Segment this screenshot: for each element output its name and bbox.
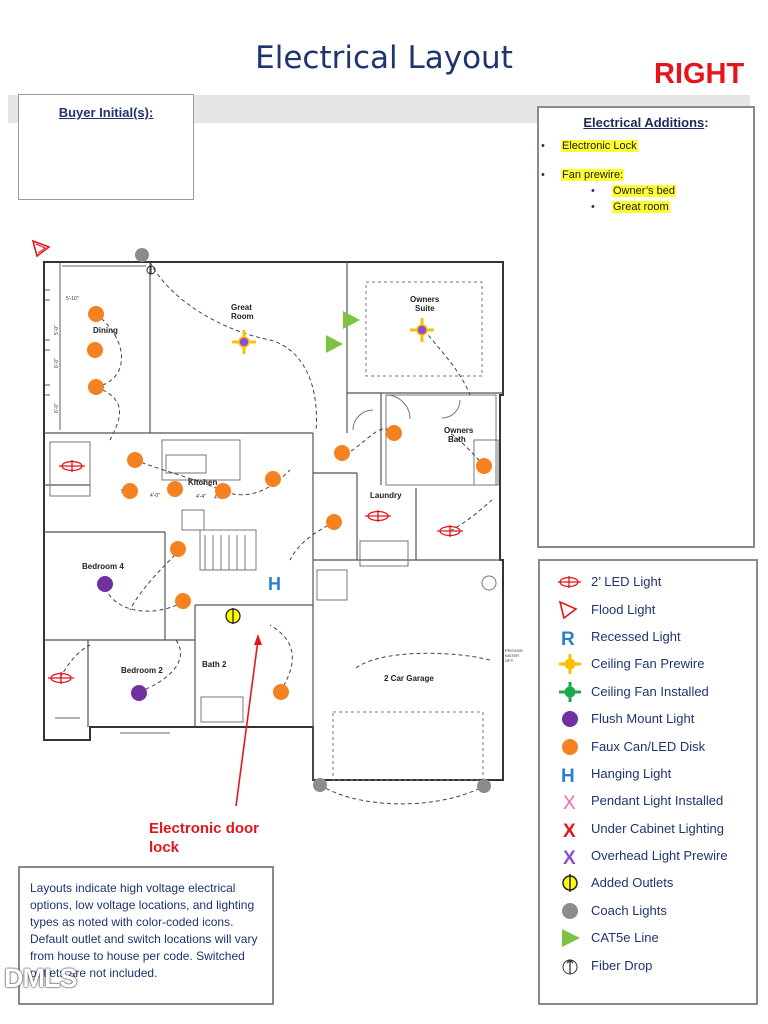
additions-heading: Electrical Additions: (583, 115, 709, 130)
led-light-icon (48, 460, 463, 684)
svg-text:5'-0": 5'-0" (54, 325, 60, 335)
svg-text:6'-0": 6'-0" (54, 358, 60, 368)
bullet-icon: • (591, 185, 595, 197)
added-outlet-icon (562, 874, 578, 892)
legend-row-faux: Faux Can/LED Disk (540, 736, 756, 758)
addition-subitem: Owner’s bed (612, 185, 676, 197)
lock-arrow (235, 639, 259, 807)
legend-row-pendant: X Pendant Light Installed (540, 790, 756, 812)
ceiling-fan-prewire-icon (559, 654, 581, 674)
svg-text:4'-0": 4'-0" (150, 493, 160, 499)
legend-row-fiber: Fiber Drop (540, 955, 756, 977)
legend-row-coach: Coach Lights (540, 900, 756, 922)
overhead-light-icon: X (563, 848, 576, 867)
hanging-light-icon: H (561, 766, 575, 785)
svg-text:6'-0": 6'-0" (54, 403, 60, 413)
electronic-lock-label: Electronic door lock (149, 820, 260, 856)
layout-note-text: Layouts indicate high voltage electrical… (30, 881, 258, 980)
electrical-additions-panel: Electrical Additions: • Electronic Lock … (537, 106, 755, 548)
svg-text:5'-10": 5'-10" (66, 296, 79, 302)
cat5e-icon (562, 929, 580, 947)
legend-row-recessed: R Recessed Light (540, 626, 756, 648)
cat5e-icon (326, 311, 360, 353)
dimension-labels: 5'-10" 5'-0" 6'-0" 6'-0" 5'-0" 4'-0" 4'-… (54, 296, 224, 501)
fiber-drop-icon (562, 959, 578, 975)
svg-text:X: X (563, 821, 576, 840)
legend-row-flood: Flood Light (540, 599, 756, 621)
faux-can-icon (562, 739, 578, 755)
recessed-light-icon: R (561, 629, 575, 648)
pendant-light-icon: X (563, 793, 576, 812)
led-light-icon (558, 576, 581, 588)
coach-light-icon (135, 248, 491, 793)
added-outlet-icon (225, 608, 241, 624)
hanging-light-icon: H (268, 574, 281, 594)
coach-light-icon (562, 903, 578, 919)
switch-wiring (59, 261, 493, 805)
addition-subitem: Great room (612, 201, 670, 213)
legend-row-flush: Flush Mount Light (540, 708, 756, 730)
svg-text:X: X (563, 793, 576, 812)
svg-text:4'-4": 4'-4" (196, 494, 206, 500)
legend-row-fan-installed: Ceiling Fan Installed (540, 681, 756, 703)
window-marks (44, 262, 170, 734)
faux-can-icon (87, 306, 492, 700)
under-cabinet-icon: X (563, 821, 576, 840)
bullet-icon: • (541, 169, 545, 181)
page-title: Electrical Layout (255, 40, 513, 76)
legend-row-cat5e: CAT5e Line (540, 927, 756, 949)
addition-item: Electronic Lock (561, 140, 638, 152)
watermark: DMLS (4, 963, 77, 993)
svg-text:4'-7": 4'-7" (214, 495, 224, 501)
legend-row-led: 2’ LED Light (540, 571, 756, 593)
flood-light-icon (31, 239, 51, 258)
buyer-initials-label: Buyer Initial(s): (58, 105, 154, 120)
fiber-drop-icon (146, 265, 156, 275)
svg-text:X: X (563, 848, 576, 867)
ceiling-fan-prewire-icon (232, 318, 434, 354)
bullet-icon: • (591, 201, 595, 213)
legend-row-overhead: X Overhead Light Prewire (540, 845, 756, 867)
room-label-bath2: Bath 2 (202, 660, 227, 669)
lock-arrow-head (254, 634, 262, 645)
svg-text:R: R (561, 629, 575, 648)
bullet-icon: • (541, 140, 545, 152)
layout-note-box: Layouts indicate high voltage electrical… (18, 866, 274, 1005)
room-label-bedroom4: Bedroom 4 (82, 562, 124, 571)
legend-row-fan-prewire: Ceiling Fan Prewire (540, 653, 756, 675)
flush-mount-light-icon (562, 711, 578, 727)
legend-row-outlets: Added Outlets (540, 872, 756, 894)
room-label-laundry: Laundry (370, 491, 402, 500)
ceiling-fan-installed-icon (559, 682, 581, 702)
svg-text:H: H (561, 766, 575, 785)
fixtures (49, 281, 499, 781)
room-label-kitchen: Kitchen (188, 478, 217, 487)
room-label-bedroom2: Bedroom 2 (121, 666, 163, 675)
legend-row-hanging: H Hanging Light (540, 763, 756, 785)
room-label-dining: Dining (93, 326, 118, 335)
flush-mount-light-icon (97, 576, 147, 701)
addition-item: Fan prewire: (561, 169, 625, 181)
side-label: RIGHT (654, 58, 745, 90)
buyer-initials-box[interactable]: Buyer Initial(s): (18, 94, 194, 200)
exterior-walls (43, 261, 504, 781)
room-label-garage: 2 Car Garage (384, 674, 434, 683)
legend-row-under-cabinet: X Under Cabinet Lighting (540, 818, 756, 840)
legend-panel: 2’ LED Light Flood Light R Recessed Ligh… (538, 559, 758, 1005)
interior-walls (44, 262, 503, 780)
flood-light-icon (558, 600, 578, 620)
